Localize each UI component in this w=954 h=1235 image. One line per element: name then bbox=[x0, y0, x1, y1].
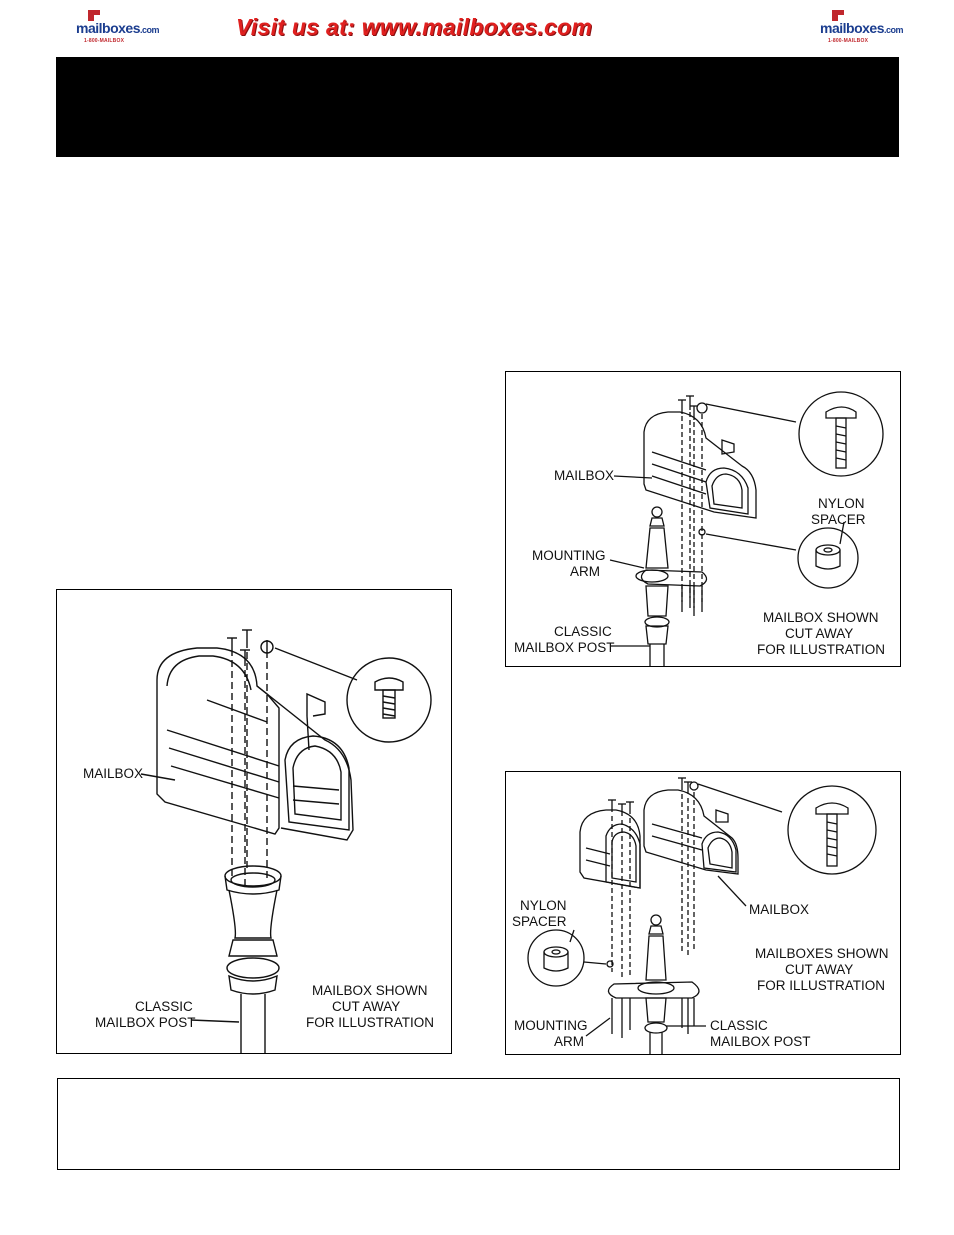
logo-phone: 1-800-MAILBOX bbox=[84, 38, 125, 44]
label-post-line2: MAILBOX POST bbox=[514, 640, 615, 655]
figure-mounting-arm-single: MAILBOX NYLON SPACER MOUNTING ARM CLASSI… bbox=[505, 371, 901, 667]
logo-flag-banner-icon bbox=[93, 10, 100, 15]
label-arm-line2: ARM bbox=[554, 1034, 584, 1049]
label-post-line1: CLASSIC bbox=[135, 999, 193, 1014]
logo-flag-icon bbox=[832, 10, 838, 21]
label-note-line3: FOR ILLUSTRATION bbox=[757, 642, 885, 657]
label-mailbox: MAILBOX bbox=[554, 468, 614, 483]
label-note-line3: FOR ILLUSTRATION bbox=[306, 1015, 434, 1030]
label-arm-line1: MOUNTING bbox=[532, 548, 606, 563]
logo-phone: 1-800-MAILBOX bbox=[828, 38, 869, 44]
label-post-line2: MAILBOX POST bbox=[95, 1015, 196, 1030]
label-arm-line2: ARM bbox=[570, 564, 600, 579]
label-mailbox: MAILBOX bbox=[83, 766, 143, 781]
title-banner bbox=[56, 57, 899, 157]
logo-right[interactable]: mailboxes.com 1-800-MAILBOX bbox=[812, 8, 904, 48]
logo-flag-icon bbox=[88, 10, 94, 21]
label-note-line1: MAILBOX SHOWN bbox=[763, 610, 879, 625]
notes-box bbox=[57, 1078, 900, 1170]
label-mailbox: MAILBOX bbox=[749, 902, 809, 917]
label-note-line1: MAILBOX SHOWN bbox=[312, 983, 428, 998]
figure-single-mailbox-post: MAILBOX CLASSIC MAILBOX POST MAILBOX SHO… bbox=[56, 589, 452, 1054]
logo-brand: mailboxes.com bbox=[76, 20, 160, 36]
bolt-detail-icon bbox=[374, 677, 404, 719]
label-spacer-line1: NYLON bbox=[520, 898, 567, 913]
label-note-line2: CUT AWAY bbox=[785, 962, 853, 977]
logo-flag-banner-icon bbox=[837, 10, 844, 15]
logo-left[interactable]: mailboxes.com 1-800-MAILBOX bbox=[68, 8, 160, 48]
label-post-line1: CLASSIC bbox=[554, 624, 612, 639]
logo-brand: mailboxes.com bbox=[820, 20, 904, 36]
figure-arm-single-drawing: MAILBOX NYLON SPACER MOUNTING ARM CLASSI… bbox=[514, 391, 885, 666]
label-spacer-line1: NYLON bbox=[818, 496, 865, 511]
label-spacer-line2: SPACER bbox=[512, 914, 567, 929]
figure-mounting-arm-double: NYLON SPACER MAILBOX MAILBOXES SHOWN CUT… bbox=[505, 771, 901, 1055]
label-note-line1: MAILBOXES SHOWN bbox=[755, 946, 889, 961]
label-note-line3: FOR ILLUSTRATION bbox=[757, 978, 885, 993]
label-spacer-line2: SPACER bbox=[811, 512, 866, 527]
label-arm-line1: MOUNTING bbox=[514, 1018, 588, 1033]
label-post-line1: CLASSIC bbox=[710, 1018, 768, 1033]
label-note-line2: CUT AWAY bbox=[785, 626, 853, 641]
figure-single-drawing: MAILBOX CLASSIC MAILBOX POST MAILBOX SHO… bbox=[83, 629, 434, 1053]
visit-website-link[interactable]: Visit us at: www.mailboxes.com bbox=[236, 14, 593, 40]
screw-icon bbox=[227, 629, 274, 666]
label-note-line2: CUT AWAY bbox=[332, 999, 400, 1014]
label-post-line2: MAILBOX POST bbox=[710, 1034, 811, 1049]
figure-arm-double-drawing: NYLON SPACER MAILBOX MAILBOXES SHOWN CUT… bbox=[512, 777, 889, 1054]
